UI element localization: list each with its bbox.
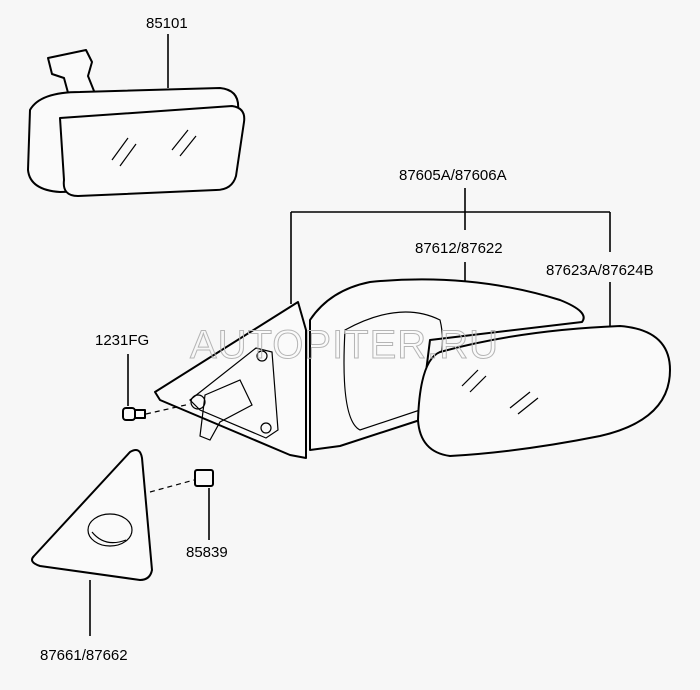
label-87612-87622: 87612/87622 <box>415 240 503 257</box>
clip-dash <box>149 479 195 493</box>
inner-mirror-part <box>27 49 246 197</box>
screw-part <box>122 407 146 421</box>
label-85839: 85839 <box>186 544 228 561</box>
assembly-dash <box>145 403 191 415</box>
label-1231fg: 1231FG <box>95 332 149 349</box>
clip-part <box>194 469 214 487</box>
label-87661-87662: 87661/87662 <box>40 647 128 664</box>
label-87623a-87624b: 87623A/87624B <box>546 262 654 279</box>
cover-part <box>31 449 153 581</box>
watermark: AUTOPITER.RU <box>190 323 499 367</box>
label-85101: 85101 <box>146 15 188 32</box>
outer-mirror-part <box>154 278 671 459</box>
label-87605a-87606a: 87605A/87606A <box>399 167 507 184</box>
